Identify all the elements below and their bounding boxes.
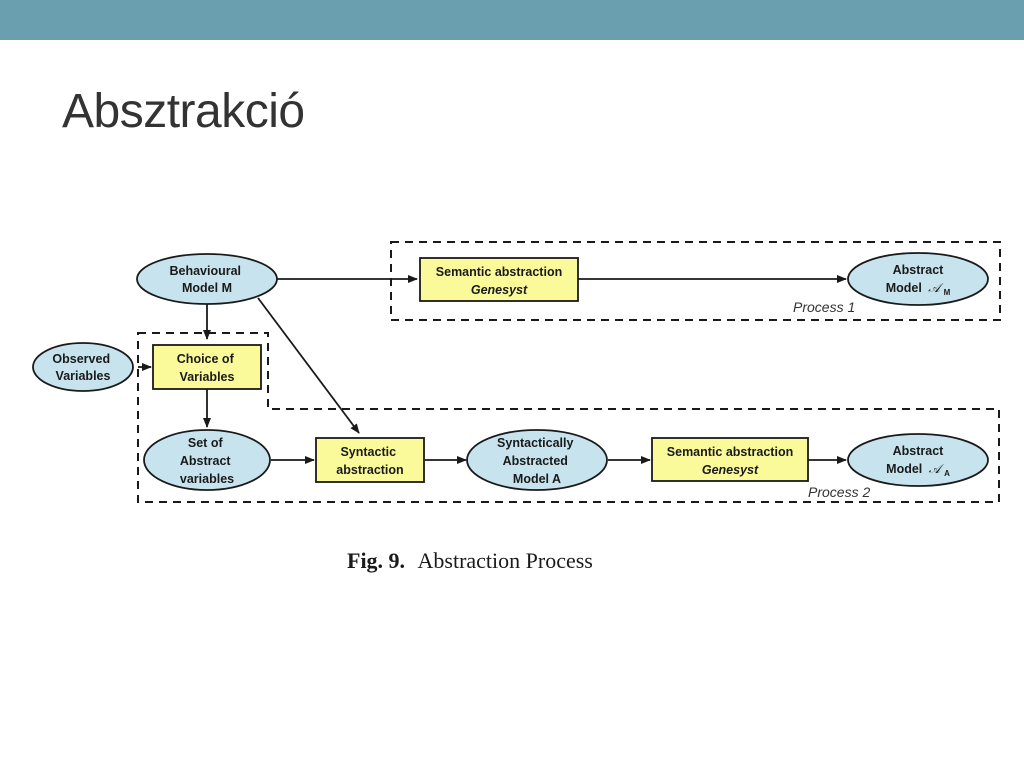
process-1-region xyxy=(390,241,1001,321)
svg-text:Syntactically Abstracted: Syntactically Abstracted Model A xyxy=(497,436,577,486)
svg-text:Model 𝒜 M: Model 𝒜 M xyxy=(886,281,951,297)
observed-variables-node: Observed Variables xyxy=(32,342,134,392)
svg-text:Choice of Variables: Choice of Variables xyxy=(177,352,237,384)
svg-text:Genesyst: Genesyst xyxy=(702,463,759,477)
svg-text:Abstract: Abstract xyxy=(893,263,945,277)
process-2-region xyxy=(137,332,1000,503)
syntactically-abstracted-model-node: Syntactically Abstracted Model A xyxy=(466,429,608,491)
behavioural-model-node: Behavioural Model M xyxy=(136,253,278,305)
svg-text:Behavioural Model M: Behavioural Model M xyxy=(169,264,244,295)
abstract-model-m-node: Abstract Model 𝒜 M xyxy=(847,252,989,306)
figure-caption-label: Fig. 9. xyxy=(347,548,405,573)
svg-text:Model 𝒜 A: Model 𝒜 A xyxy=(886,462,950,478)
figure-caption: Fig. 9. Abstraction Process xyxy=(347,548,593,573)
figure-caption-text: Abstraction Process xyxy=(418,548,593,573)
process-2-label: Process 2 xyxy=(808,484,870,500)
svg-text:Syntactic abstraction: Syntactic abstraction xyxy=(336,445,403,477)
svg-text:Semantic abstraction: Semantic abstraction xyxy=(436,265,562,279)
arrow-model-to-syntactic xyxy=(257,297,360,434)
set-of-abstract-variables-node: Set of Abstract variables xyxy=(143,429,271,491)
svg-text:Semantic abstraction: Semantic abstraction xyxy=(667,445,793,459)
svg-text:Genesyst: Genesyst xyxy=(471,283,528,297)
semantic-abstraction-1-node: Semantic abstraction Genesyst xyxy=(419,257,579,302)
choice-of-variables-node: Choice of Variables xyxy=(152,344,262,390)
process-1-label: Process 1 xyxy=(793,299,855,315)
abstract-model-a-node: Abstract Model 𝒜 A xyxy=(847,433,989,487)
syntactic-abstraction-node: Syntactic abstraction xyxy=(315,437,425,483)
svg-text:Observed Variables: Observed Variables xyxy=(52,352,113,383)
top-banner xyxy=(0,0,1024,40)
slide-title: Absztrakció xyxy=(62,85,305,138)
svg-text:Set of Abstract va: Set of Abstract variables xyxy=(180,436,234,486)
semantic-abstraction-2-node: Semantic abstraction Genesyst xyxy=(651,437,809,482)
svg-text:Abstract: Abstract xyxy=(893,444,945,458)
